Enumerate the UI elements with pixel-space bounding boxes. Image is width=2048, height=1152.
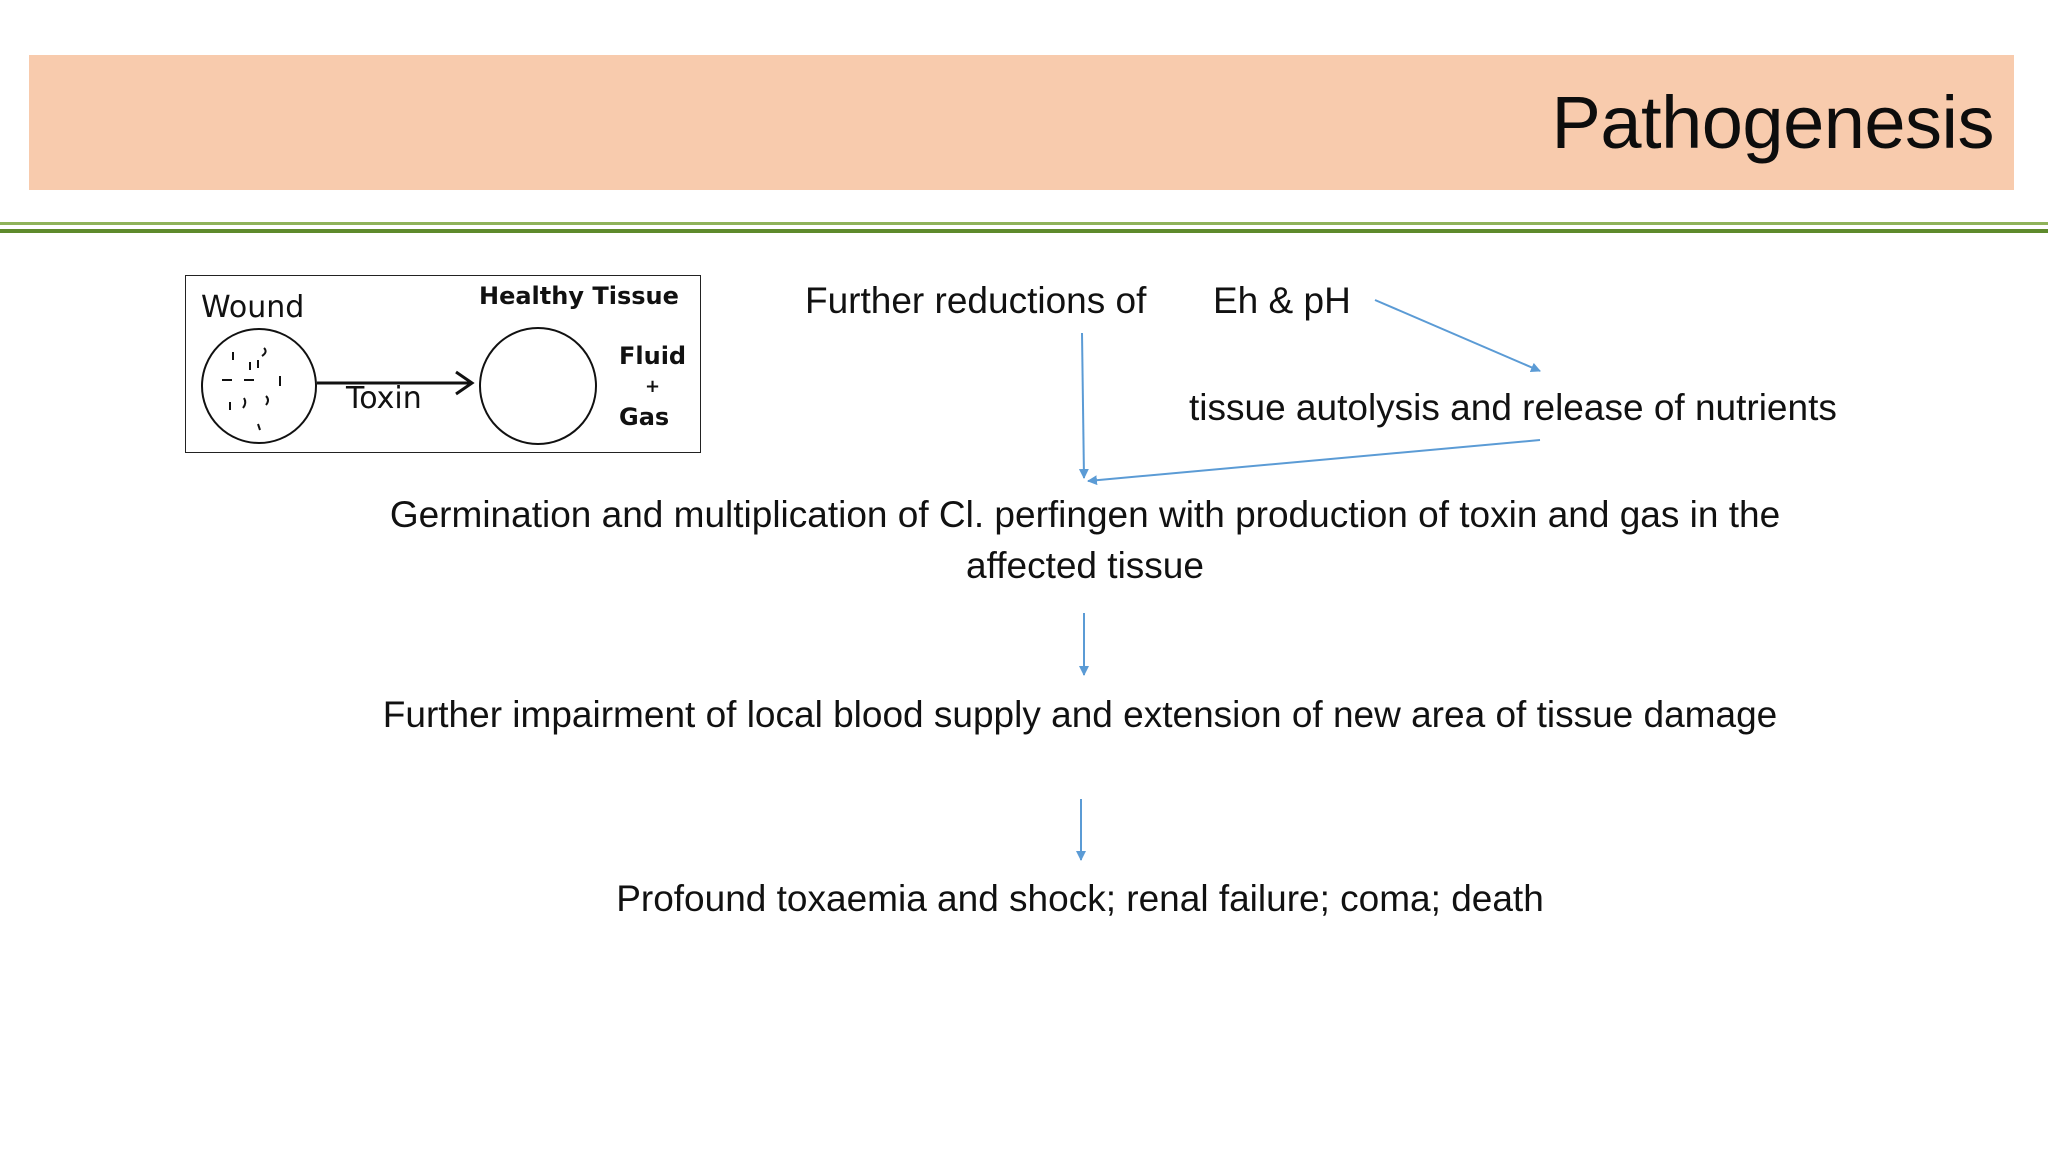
outcome-text: Profound toxaemia and shock; renal failu…: [616, 878, 1544, 919]
illustration-drawing: [201, 327, 597, 445]
plus-label: +: [645, 376, 661, 397]
wound-toxin-illustration: Wound Healthy Tissue Toxin Fluid + Gas: [185, 275, 701, 453]
divider-light: [0, 222, 2048, 225]
autolysis-text: tissue autolysis and release of nutrient…: [1189, 387, 1837, 428]
gas-label: Gas: [619, 403, 670, 431]
wound-label: Wound: [201, 290, 305, 325]
arrow-reductions-to-germination: [1078, 332, 1089, 479]
wound-circle: [201, 328, 317, 444]
page-title: Pathogenesis: [1551, 81, 1995, 164]
arrow-ehph-to-autolysis: [1374, 299, 1541, 373]
impairment-text: Further impairment of local blood supply…: [382, 694, 1778, 735]
healthy-tissue-label: Healthy Tissue: [479, 282, 679, 310]
germination-text: Germination and multiplication of Cl. pe…: [389, 494, 1781, 586]
fluid-label: Fluid: [619, 342, 687, 370]
eh-ph-text: Eh & pH: [1213, 280, 1351, 321]
bacteria-marks: [222, 347, 281, 431]
toxin-arrowhead: [455, 370, 475, 396]
divider-dark: [0, 229, 2048, 233]
arrow-autolysis-to-germination: [1087, 439, 1541, 486]
healthy-tissue-circle: [479, 327, 597, 445]
further-reductions-text: Further reductions of: [805, 280, 1147, 321]
title-band: Pathogenesis: [29, 55, 2014, 190]
toxin-label: Toxin: [346, 381, 422, 416]
